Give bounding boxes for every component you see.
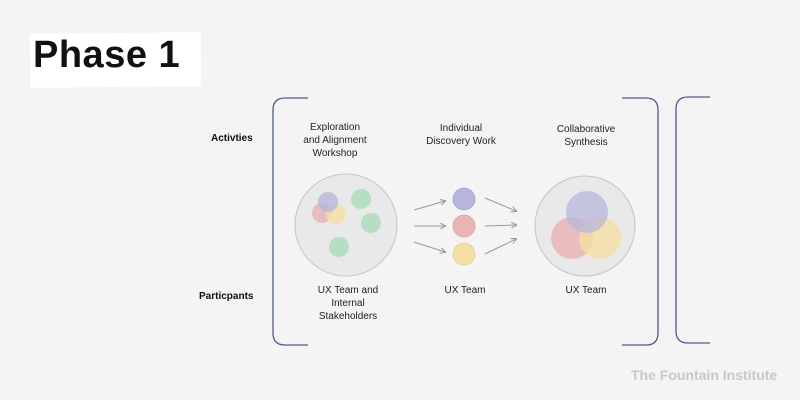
- workshop-dot-green-1: [351, 189, 371, 209]
- participants-synthesis: UX Team: [565, 285, 607, 296]
- individual-dot-purple: [452, 187, 476, 211]
- arrow-5: [484, 225, 516, 226]
- individual-dot-red: [452, 214, 476, 238]
- workshop-dot-green-3: [329, 237, 349, 257]
- workshop-group-circle: [294, 173, 398, 277]
- arrow-6: [484, 239, 516, 255]
- workshop-dot-green-2: [361, 213, 381, 233]
- footer-brand: The Fountain Institute: [631, 367, 778, 383]
- next-phase-bracket: [675, 96, 710, 344]
- participants-individual: UX Team: [444, 285, 486, 296]
- arrow-3: [413, 241, 445, 252]
- row-label-activities: Activties: [211, 133, 253, 144]
- phase-bracket-left: [272, 97, 308, 346]
- individual-dot-yellow: [452, 242, 476, 266]
- phase-bracket-right: [622, 97, 659, 346]
- arrow-4: [484, 197, 516, 211]
- page-title: Phase 1: [33, 34, 181, 76]
- arrow-1: [413, 201, 445, 211]
- synthesis-circle-purple: [566, 191, 608, 233]
- row-label-participants: Particpants: [199, 291, 254, 302]
- workshop-dot-purple: [318, 192, 338, 212]
